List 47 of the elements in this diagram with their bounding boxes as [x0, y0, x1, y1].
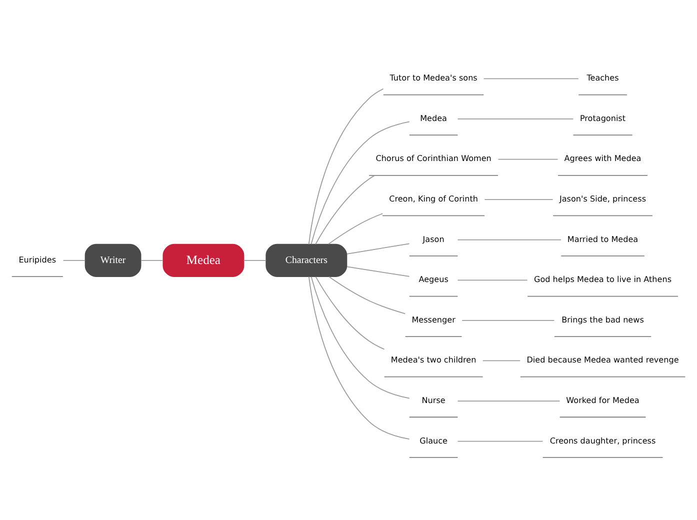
connector [457, 440, 544, 442]
node-text: Nurse [422, 396, 446, 405]
node-text: Jason's Side, princess [560, 194, 646, 204]
node-text: Brings the bad news [562, 315, 644, 324]
connector [308, 88, 384, 245]
connector [462, 320, 555, 321]
node-text: Creon, King of Corinth [389, 194, 478, 204]
node-text: Creons daughter, princess [550, 436, 656, 446]
node-text: Medea [420, 114, 447, 123]
connector [62, 260, 86, 261]
node-text: Medea's two children [390, 356, 476, 365]
connector [243, 260, 266, 261]
node-text: Messenger [412, 315, 456, 324]
connector [140, 260, 164, 261]
node-box: Characters [266, 244, 348, 278]
connector [484, 199, 554, 200]
connector [457, 280, 528, 281]
node-text: Chorus of Corinthian Women [376, 154, 492, 164]
connector [483, 78, 579, 80]
node-text: Euripides [18, 255, 56, 264]
node-text: Married to Medea [567, 234, 638, 244]
node-text: God helps Medea to live in Athens [534, 275, 672, 284]
connector [457, 118, 574, 120]
node-text: Protagonist [580, 114, 626, 123]
connector [328, 276, 406, 314]
connector [346, 266, 410, 277]
connector [498, 158, 558, 160]
node-text: Jason [422, 234, 444, 244]
connector [457, 239, 562, 240]
node-box: Writer [84, 244, 142, 278]
connector [315, 174, 376, 245]
node-text: Glauce [420, 436, 448, 446]
connector [457, 400, 560, 402]
connector [310, 121, 410, 245]
node-text: Worked for Medea [566, 396, 640, 405]
connector [346, 243, 410, 254]
node-text: Died because Medea wanted revenge [526, 356, 679, 365]
node-text: Tutor to Medea's sons [390, 74, 478, 83]
connector [328, 213, 383, 245]
node-text: Aegeus [418, 275, 448, 284]
connector [482, 360, 521, 362]
connector [308, 276, 410, 440]
node-text: Teaches [586, 74, 619, 83]
node-box: Medea [162, 244, 244, 278]
node-text: Agrees with Medea [564, 154, 642, 164]
connector [310, 276, 410, 399]
connector [315, 276, 385, 350]
